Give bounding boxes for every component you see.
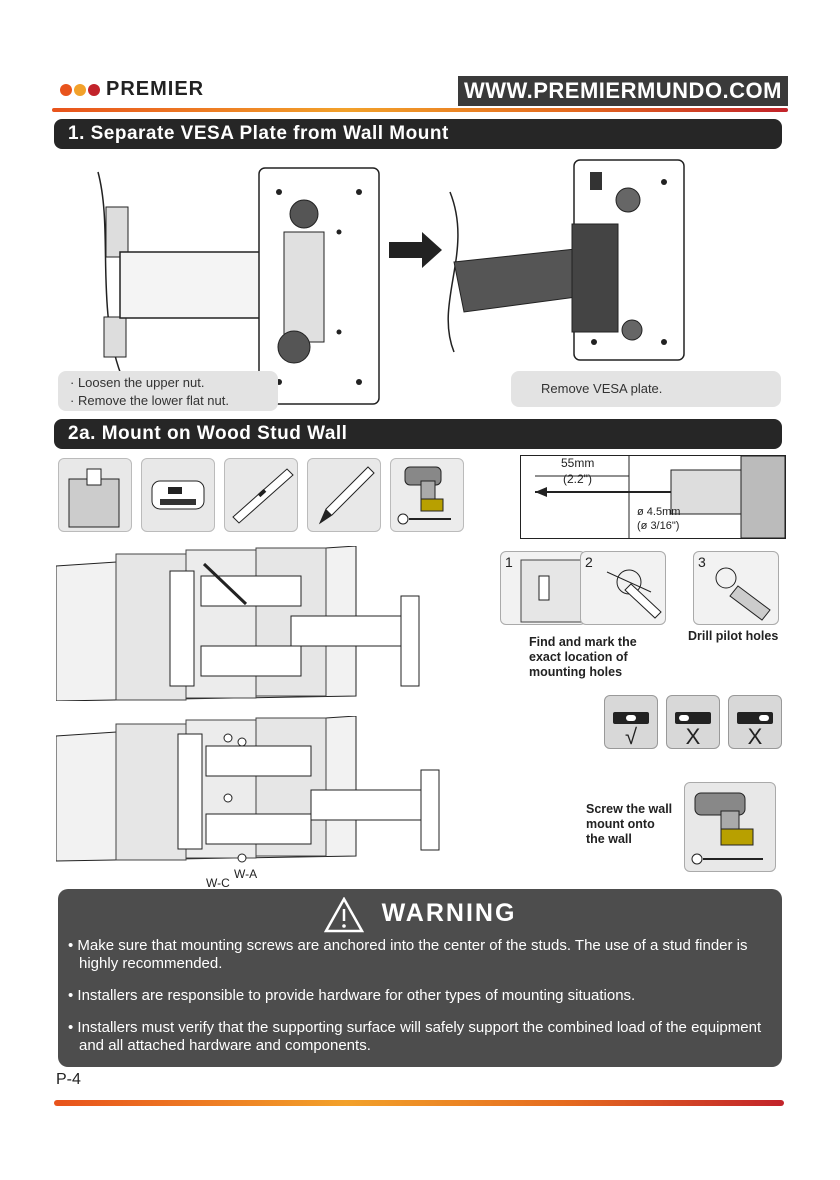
level-wrong-mark-2: X xyxy=(747,724,763,749)
header-divider xyxy=(52,108,788,112)
note-loosen-upper-nut: · Loosen the upper nut. xyxy=(70,375,205,390)
drill-pilot-instruction: Drill pilot holes xyxy=(688,629,779,643)
drill-diameter-inch: (ø 3/16") xyxy=(637,520,680,532)
screw-drill-panel xyxy=(684,782,776,872)
vesa-separation-illustration xyxy=(97,159,685,405)
section-1-left-caption: · Loosen the upper nut. · Remove the low… xyxy=(58,371,278,411)
warning-box: WARNING • Make sure that mounting screws… xyxy=(58,889,782,1067)
find-mark-instruction: Find and mark the exact location of moun… xyxy=(529,635,637,679)
step-3-number: 3 xyxy=(698,554,706,570)
hardware-label-wa: W-A xyxy=(234,867,258,881)
level-tool-icon xyxy=(224,458,298,532)
drill-and-screwdriver-icon xyxy=(390,458,464,532)
level-correct-panel: √ xyxy=(604,695,658,749)
step-2-panel: 2 xyxy=(580,551,666,625)
step-1-panel: 1 xyxy=(500,551,586,625)
footer-divider xyxy=(54,1100,784,1106)
step-1-number: 1 xyxy=(505,554,513,570)
level-correct-mark: √ xyxy=(624,724,638,749)
drill-diameter-mm: ø 4.5mm xyxy=(637,506,681,518)
step-2-number: 2 xyxy=(585,554,593,570)
warning-triangle-icon xyxy=(324,897,364,933)
wall-mount-screwed-illustration xyxy=(56,716,440,863)
level-wrong-panel-1: X xyxy=(666,695,720,749)
brand-name: PREMIER xyxy=(106,78,205,100)
level-wrong-mark-1: X xyxy=(685,724,701,749)
drill-depth-drawing xyxy=(535,456,785,538)
warning-title: WARNING xyxy=(381,899,517,927)
website-url: WWW.PREMIERMUNDO.COM xyxy=(458,76,788,106)
drill-depth-mm: 55mm xyxy=(561,456,595,470)
step-3-panel: 3 xyxy=(693,551,779,625)
screw-instruction: Screw the wall mount onto the wall xyxy=(586,802,673,846)
warning-list: • Make sure that mounting screws are anc… xyxy=(68,937,766,1069)
drill-depth-inch: (2.2") xyxy=(563,472,592,486)
stud-finder-icon xyxy=(141,458,215,532)
stud-wall-icon xyxy=(58,458,132,532)
note-remove-lower-nut: · Remove the lower flat nut. xyxy=(70,393,229,408)
section-2a-title: 2a. Mount on Wood Stud Wall xyxy=(54,419,782,449)
section-1-title: 1. Separate VESA Plate from Wall Mount xyxy=(54,119,782,149)
logo-dot-icon xyxy=(60,83,72,96)
note-remove-vesa-plate: Remove VESA plate. xyxy=(541,381,663,396)
warning-item-surface: • Installers must verify that the suppor… xyxy=(68,1019,762,1054)
logo-dot-icon xyxy=(88,83,100,96)
logo-dot-icon xyxy=(74,83,86,96)
wall-mount-marking-illustration xyxy=(56,546,420,701)
level-wrong-panel-2: X xyxy=(728,695,782,749)
hardware-label-wc: W-C xyxy=(206,876,230,890)
section-1-right-caption: Remove VESA plate. xyxy=(511,371,781,407)
warning-item-studs: • Make sure that mounting screws are anc… xyxy=(68,937,748,972)
drill-depth-diagram: 55mm (2.2") ø 4.5mm (ø 3/16") xyxy=(520,455,786,539)
premier-logo: PREMIER xyxy=(60,78,204,101)
page-number: P-4 xyxy=(56,1071,81,1088)
warning-item-hardware: • Installers are responsible to provide … xyxy=(68,987,636,1004)
pencil-icon xyxy=(307,458,381,532)
